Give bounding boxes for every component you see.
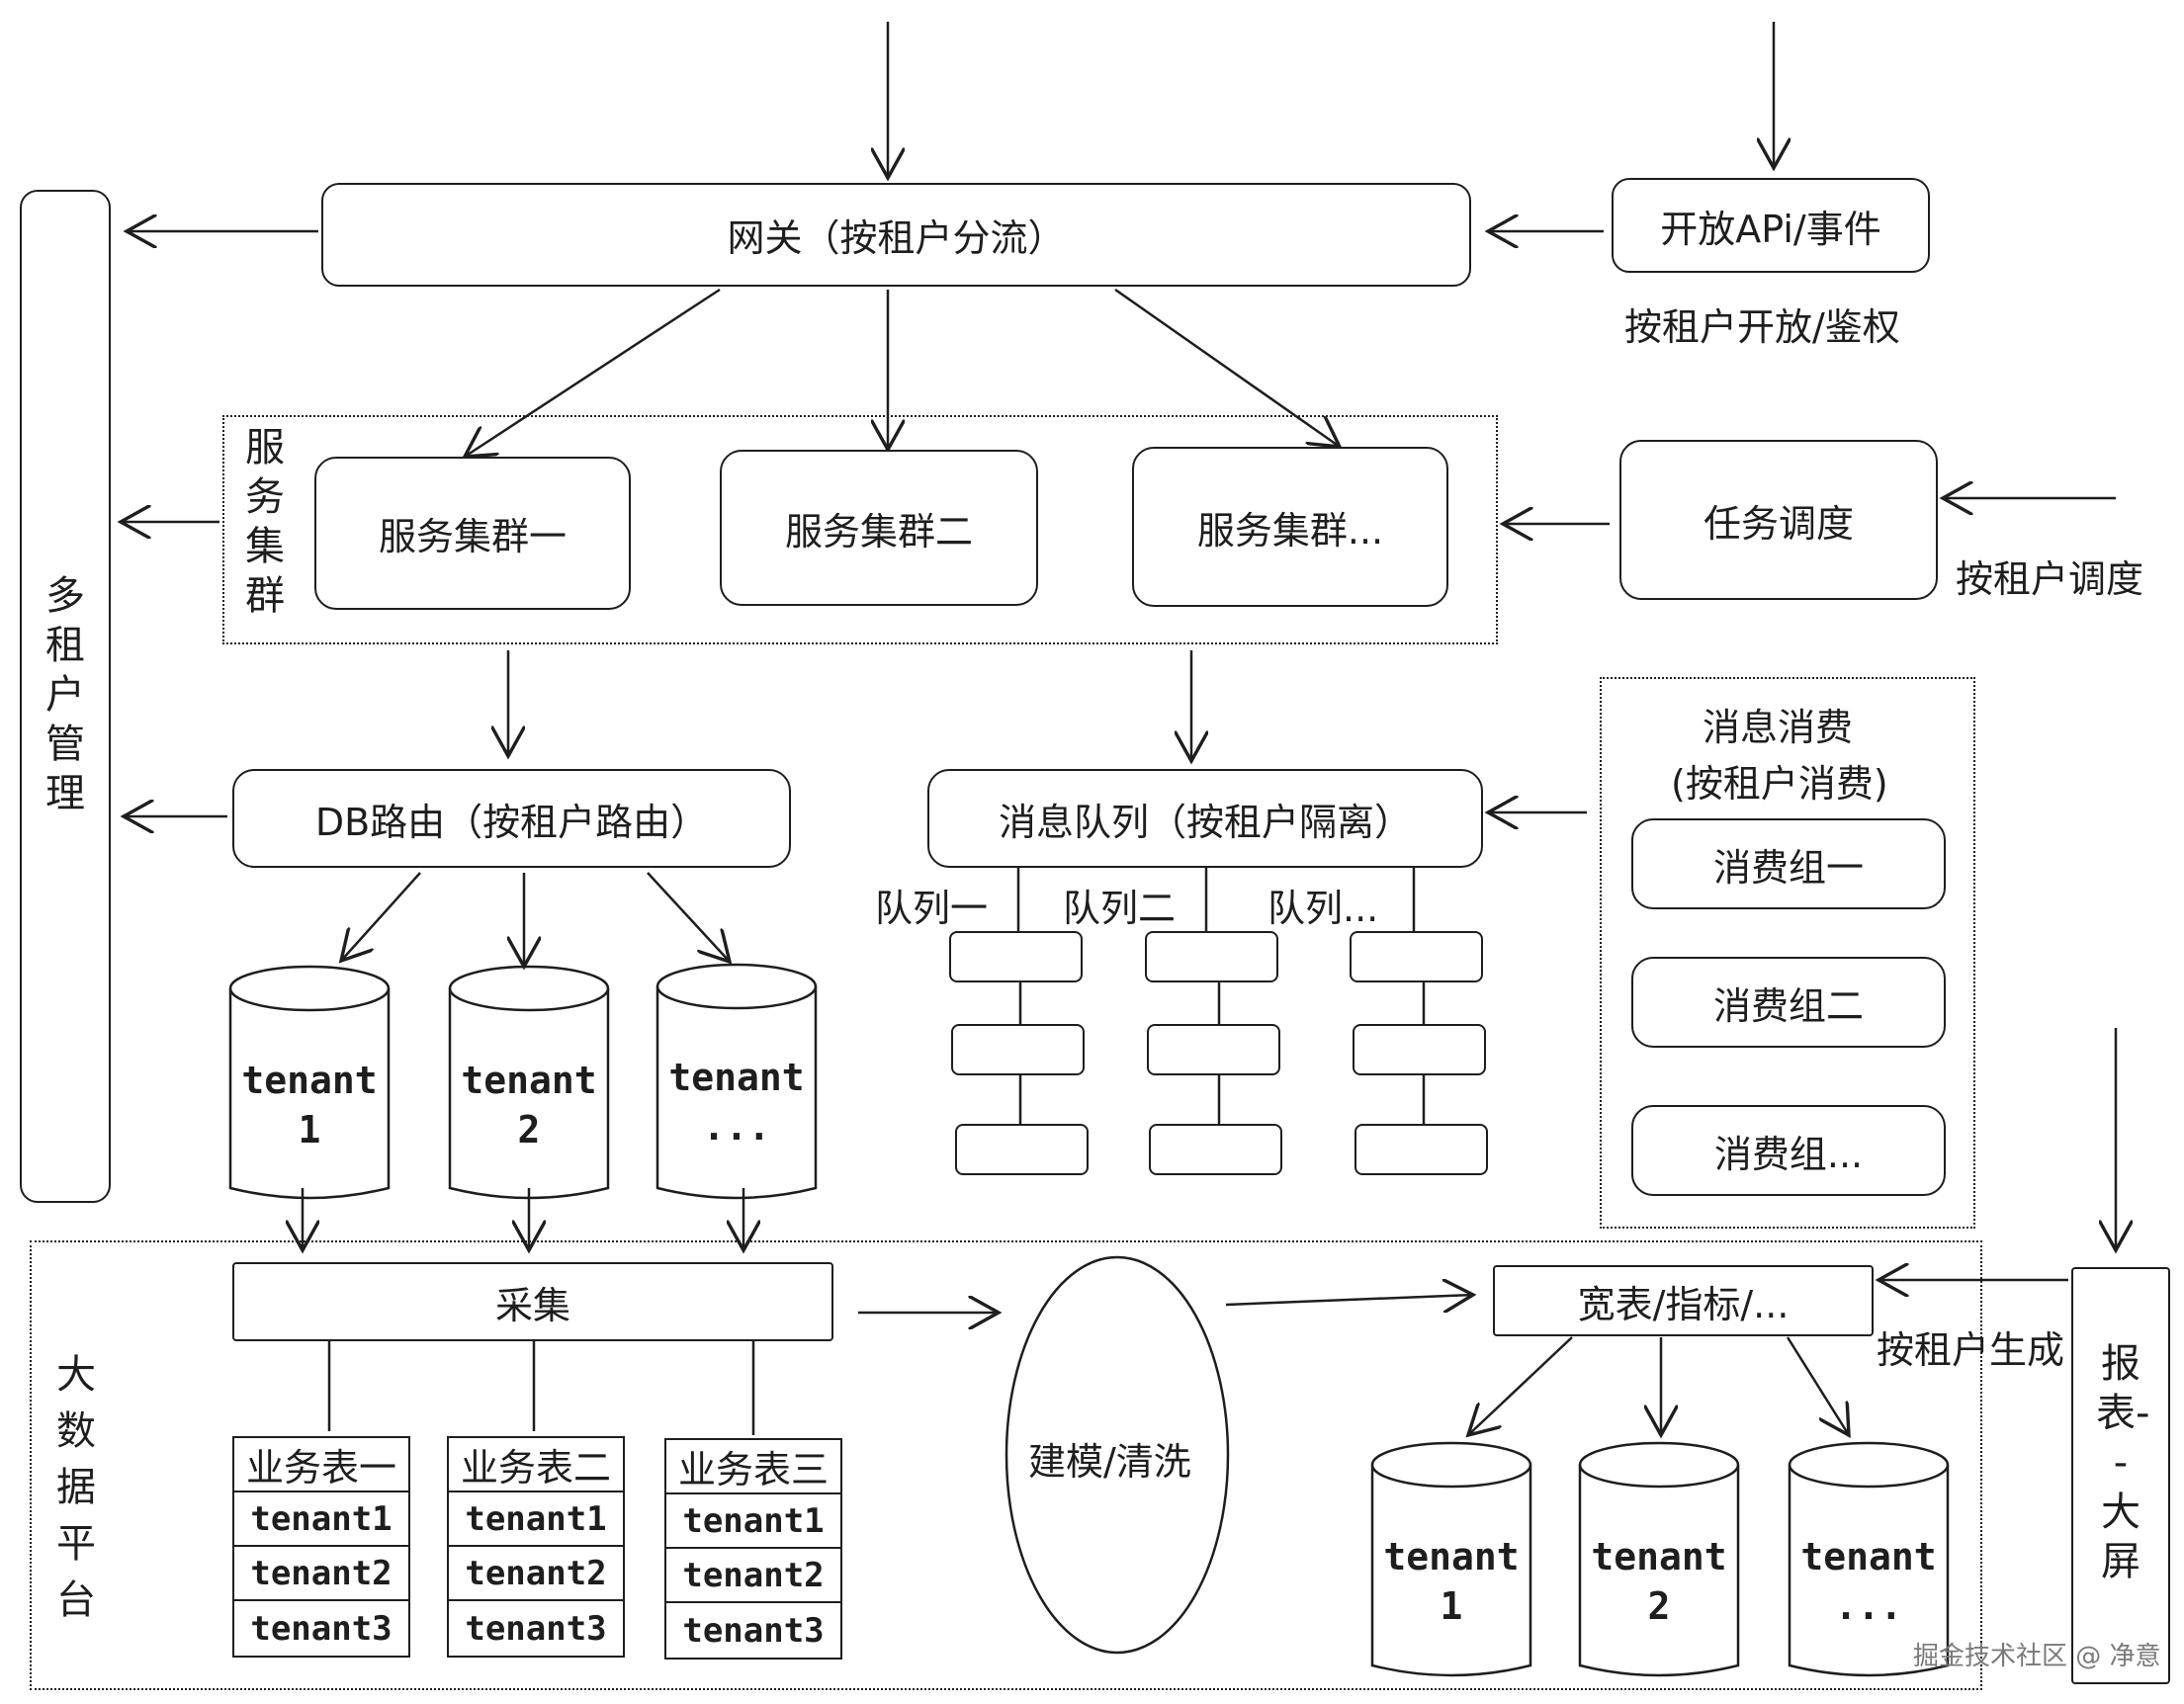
queue-3-item-1 <box>1350 931 1483 982</box>
consume-group-1-label: 消费组一 <box>1712 845 1864 890</box>
queue-1-item-1 <box>949 931 1083 982</box>
task-caption: 按租户调度 <box>1956 557 2144 601</box>
arrow-wide-o1 <box>1468 1336 1573 1435</box>
queue-3-item-3 <box>1354 1124 1488 1175</box>
queue-2-label: 队列二 <box>1063 887 1177 930</box>
business-table-2: 业务表二 tenant1 tenant2 tenant3 <box>447 1436 625 1658</box>
tenant-db-3-label: tenant ... <box>668 1056 805 1149</box>
watermark: 掘金技术社区 @ 净意 <box>1913 1642 2161 1671</box>
service-group-label: 服务集群 <box>245 425 285 619</box>
mq-label: 消息队列（按租户隔离） <box>998 800 1412 844</box>
business-table-2-title: 业务表二 <box>449 1438 623 1492</box>
db-router-box[interactable]: DB路由（按租户路由） <box>232 769 791 868</box>
consume-title: 消息消费 <box>1703 706 1854 749</box>
out-tenant-db-1 <box>1370 1441 1532 1677</box>
tenant-db-3 <box>655 963 818 1200</box>
business-table-2-row-2: tenant2 <box>449 1547 623 1601</box>
out-tenant-db-1-label: tenant 1 <box>1383 1535 1520 1628</box>
tenant-db-2-label: tenant 2 <box>461 1059 597 1151</box>
out-tenant-db-3-label: tenant ... <box>1800 1535 1937 1628</box>
queue-3-label: 队列... <box>1267 887 1379 930</box>
db-router-label: DB路由（按租户路由） <box>314 800 709 844</box>
tenant-db-2 <box>448 965 610 1200</box>
service-cluster-1-label: 服务集群一 <box>378 515 567 558</box>
out-tenant-db-3 <box>1788 1441 1950 1677</box>
queue-1-item-2 <box>951 1024 1085 1075</box>
consume-group-1[interactable]: 消费组一 <box>1631 818 1946 909</box>
wide-caption: 按租户生成 <box>1877 1328 2065 1372</box>
queue-3-item-2 <box>1353 1024 1486 1075</box>
service-cluster-3-label: 服务集群... <box>1196 508 1384 553</box>
tenant-db-1 <box>228 965 391 1200</box>
open-api-label: 开放APi/事件 <box>1660 207 1881 251</box>
service-cluster-2-label: 服务集群二 <box>784 509 973 554</box>
service-group-frame <box>222 415 1498 644</box>
gateway-label: 网关（按租户分流） <box>727 216 1066 260</box>
wide-table-box[interactable]: 宽表/指标/... <box>1493 1265 1874 1336</box>
business-table-3: 业务表三 tenant1 tenant2 tenant3 <box>664 1438 842 1660</box>
business-table-3-row-2: tenant2 <box>666 1549 840 1603</box>
out-tenant-db-2-label: tenant 2 <box>1591 1535 1727 1628</box>
arrow-db-t3 <box>647 872 730 962</box>
consume-group-3[interactable]: 消费组... <box>1631 1105 1946 1196</box>
modeling-ellipse <box>1005 1255 1230 1655</box>
consume-group-2-label: 消费组二 <box>1712 983 1864 1028</box>
multi-tenant-panel[interactable] <box>20 190 111 1203</box>
business-table-3-title: 业务表三 <box>666 1440 840 1494</box>
queue-2-item-1 <box>1145 931 1278 982</box>
business-table-1-row-1: tenant1 <box>234 1492 408 1547</box>
open-api-box[interactable]: 开放APi/事件 <box>1612 178 1930 273</box>
queue-1-label: 队列一 <box>875 887 989 930</box>
report-label: 报表--大屏 <box>2096 1341 2150 1584</box>
arrow-wide-o3 <box>1786 1336 1849 1435</box>
arrow-db-t1 <box>341 872 421 961</box>
business-table-2-row-1: tenant1 <box>449 1492 623 1547</box>
bigdata-frame <box>30 1240 1982 1690</box>
queue-1-item-3 <box>955 1124 1089 1175</box>
open-api-caption: 按租户开放/鉴权 <box>1624 305 1900 349</box>
service-cluster-2[interactable]: 服务集群二 <box>720 450 1038 606</box>
business-table-3-row-1: tenant1 <box>666 1494 840 1549</box>
business-table-3-row-3: tenant3 <box>682 1610 825 1651</box>
arrow-model-wide <box>1225 1295 1473 1305</box>
modeling-label: 建模/清洗 <box>1028 1440 1191 1484</box>
business-table-2-row-3: tenant3 <box>465 1608 607 1649</box>
tenant-db-1-label: tenant 1 <box>241 1059 378 1151</box>
consume-group-2[interactable]: 消费组二 <box>1631 957 1946 1048</box>
business-table-1-row-2: tenant2 <box>234 1547 408 1601</box>
service-cluster-3[interactable]: 服务集群... <box>1132 447 1448 607</box>
consume-subtitle: (按租户消费) <box>1671 762 1888 806</box>
task-scheduling-label: 任务调度 <box>1703 501 1854 546</box>
business-table-1-row-3: tenant3 <box>250 1608 393 1649</box>
multi-tenant-label: 多租户管理 <box>45 573 85 816</box>
mq-box[interactable]: 消息队列（按租户隔离） <box>927 769 1483 868</box>
collect-label: 采集 <box>494 1283 570 1327</box>
arrow-gw-c1 <box>465 288 721 457</box>
bigdata-label: 大数据平台 <box>56 1352 96 1623</box>
business-table-1-title: 业务表一 <box>234 1438 408 1492</box>
queue-2-item-2 <box>1147 1024 1280 1075</box>
business-table-1: 业务表一 tenant1 tenant2 tenant3 <box>232 1436 410 1658</box>
service-cluster-1[interactable]: 服务集群一 <box>314 457 631 610</box>
consume-frame <box>1600 677 1975 1229</box>
wide-table-label: 宽表/指标/... <box>1577 1282 1790 1326</box>
task-scheduling-box[interactable]: 任务调度 <box>1619 440 1938 600</box>
report-box[interactable] <box>2071 1267 2170 1684</box>
gateway-box[interactable]: 网关（按租户分流） <box>321 183 1471 287</box>
collect-box[interactable]: 采集 <box>232 1262 833 1341</box>
arrow-gw-c3 <box>1114 288 1340 447</box>
queue-2-item-3 <box>1149 1124 1282 1175</box>
consume-group-3-label: 消费组... <box>1713 1132 1864 1176</box>
out-tenant-db-2 <box>1578 1441 1740 1677</box>
